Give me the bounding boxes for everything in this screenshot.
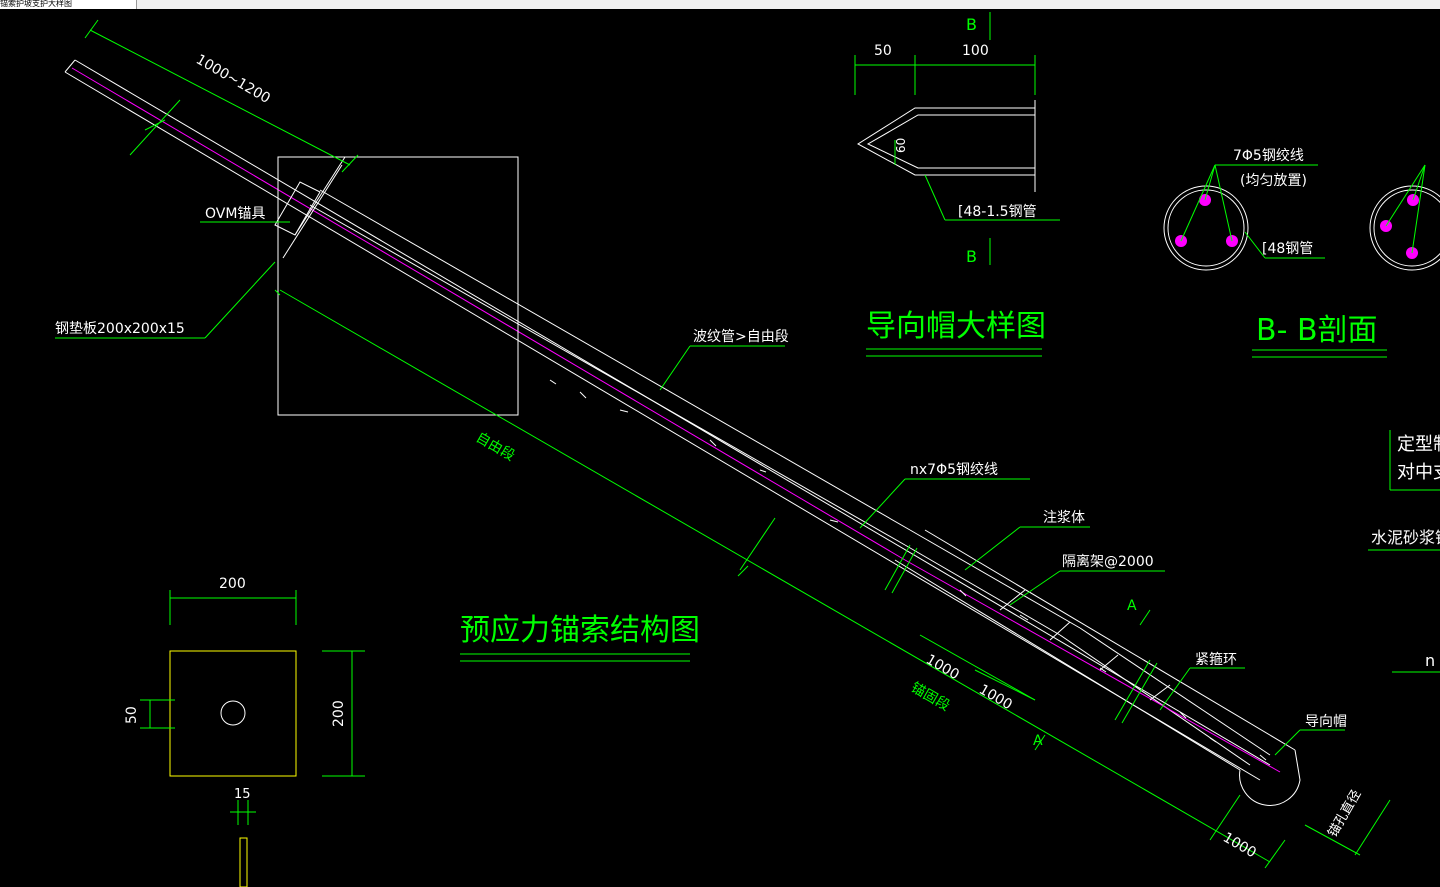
strands-label: nx7Φ5钢绞线 (910, 461, 998, 478)
guide-cap-pipe-label: [48-1.5钢管 (958, 204, 1037, 220)
steel-plate-dimensions (140, 590, 365, 825)
hole-diameter-label: 锚孔直径 (1325, 787, 1364, 840)
spacer-label: 隔离架@2000 (1062, 553, 1154, 570)
dim-1000-b: 1000 (976, 682, 1015, 714)
steel-plate-hole (220, 700, 246, 726)
document-tab[interactable]: 锚索护坡支护大样图 (0, 0, 137, 9)
ovm-anchor-label: OVM锚具 (205, 206, 265, 222)
dim-1000-a: 1000 (923, 652, 962, 684)
tight-ring-label: 紧箍环 (1195, 651, 1237, 668)
anchor-section-label: 锚固段 (908, 680, 952, 715)
guide-cap-title: 导向帽大样图 (866, 309, 1046, 344)
plate-dim-50: 50 (124, 706, 140, 724)
guide-cap-dim-60: 60 (894, 138, 908, 153)
plate-dim-width: 200 (219, 576, 246, 592)
section-bb-leaders (1180, 164, 1426, 259)
right-note-2: 对中支 (1397, 462, 1440, 483)
guide-cap-label: 导向帽 (1305, 714, 1347, 730)
guide-cap-drawing (857, 100, 1036, 192)
section-bb-strand-label: 7Φ5钢绞线 (1233, 147, 1304, 164)
free-section-label: 自由段 (473, 430, 517, 465)
right-note-1: 定型制 (1397, 434, 1440, 455)
steel-plate-label: 钢垫板200x200x15 (55, 321, 185, 337)
section-bb-pipe-label: [48钢管 (1262, 241, 1313, 257)
dim-1000-1200: 1000~1200 (193, 52, 273, 107)
dim-1000-c: 1000 (1220, 830, 1259, 862)
plate-dim-15: 15 (234, 787, 251, 802)
section-a-bottom: A (1033, 733, 1043, 749)
guide-cap-section-bottom: B (966, 247, 977, 266)
grout-label: 注浆体 (1043, 510, 1085, 526)
ovm-anchor-head (274, 156, 346, 259)
section-bb-title: B- B剖面 (1256, 313, 1378, 348)
guide-cap-dim-50: 50 (874, 43, 892, 59)
right-note-3: 水泥砂浆锚 (1371, 528, 1440, 547)
dimension-lines (55, 19, 1391, 869)
cad-drawing-canvas[interactable]: 1000~1200 OVM锚具 钢垫板200x200x15 波纹管>自由段 自由… (0, 9, 1440, 887)
steel-plate-side (239, 837, 248, 887)
main-diagram-title: 预应力锚索结构图 (460, 613, 700, 648)
right-notes-lines (1368, 430, 1440, 673)
steel-plate-outline (169, 650, 297, 777)
guide-cap-section-top: B (966, 15, 977, 34)
dimension-ticks (144, 119, 749, 577)
bearing-block (277, 156, 519, 416)
title-bar: 锚索护坡支护大样图 (0, 0, 1440, 9)
right-note-4: n (1425, 651, 1435, 670)
section-a-top: A (1127, 598, 1137, 614)
section-bb-strand-note: (均匀放置) (1240, 173, 1307, 189)
guide-cap-dimensions (854, 12, 1060, 265)
corrugated-pipe-label: 波纹管>自由段 (693, 329, 789, 345)
plate-dim-height: 200 (331, 700, 347, 727)
guide-cap-dim-100: 100 (962, 43, 989, 59)
anchor-cable-body (64, 59, 1301, 806)
